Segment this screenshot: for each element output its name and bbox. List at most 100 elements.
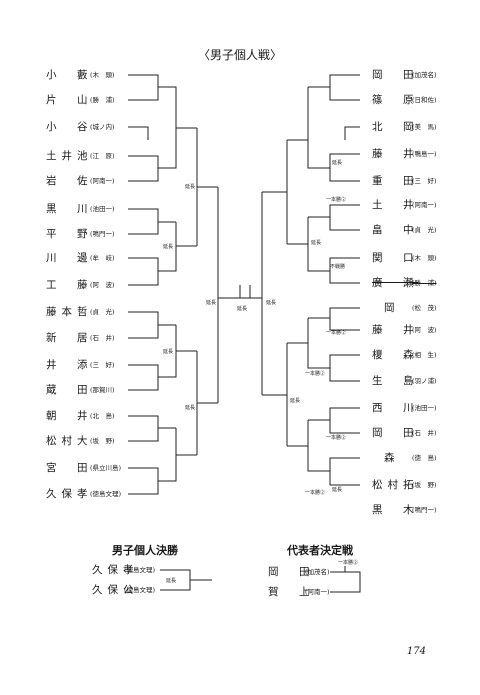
player-name: 工 藤 [46, 279, 93, 291]
extension-label: 延長 [311, 240, 322, 246]
player-school: (阿 波) [90, 281, 115, 289]
player-name: 黒 木 [372, 504, 419, 516]
player-name: 篠 原 [372, 94, 419, 106]
player-school: (木 頭) [90, 71, 115, 79]
player-school: (日和佐) [412, 96, 437, 104]
ippon-label: 一本勝② [326, 330, 347, 336]
rep-player-school: (阿南一) [305, 588, 330, 596]
player-name: 岩 佐 [46, 175, 93, 187]
player-school: (牟 岐) [90, 254, 115, 262]
player-school: (勝 浦) [412, 279, 437, 287]
player-school: (阿南一) [90, 177, 115, 185]
player-school: (美 馬) [412, 123, 437, 131]
player-school: (貞 光) [90, 308, 115, 316]
player-school: (北 島) [90, 412, 115, 420]
player-name: 畠 中 [372, 224, 419, 236]
player-name: 朝 井 [46, 410, 93, 422]
ippon-label: 一本勝② [305, 490, 326, 496]
player-school: (鳴門一) [412, 506, 437, 514]
player-name: 小 谷 [46, 121, 93, 133]
extension-label: 延長 [332, 160, 343, 166]
player-name: 小 藪 [46, 69, 93, 81]
player-name: 森 [384, 452, 400, 464]
page-number: 174 [406, 646, 426, 657]
player-name: 生 島 [372, 375, 419, 387]
player-name: 片 山 [46, 94, 93, 106]
player-school: (三 好) [412, 177, 437, 185]
player-school: (鴨島一) [412, 150, 437, 158]
rep-note: 一本勝② [338, 560, 359, 566]
player-name: 蔵 田 [46, 384, 93, 396]
rep-player-name: 岡 田 [268, 566, 315, 578]
player-name: 土井池 [46, 150, 93, 162]
player-school: (江 原) [90, 152, 115, 160]
player-name: 川 邊 [46, 252, 93, 264]
player-school: (城ノ内) [90, 123, 115, 131]
final-player-name: 久保公 [92, 584, 139, 596]
player-school: (三 好) [90, 361, 115, 369]
extension-label: 延長 [185, 184, 196, 190]
player-name: 関 口 [372, 252, 419, 264]
extension-label: 延長 [163, 349, 174, 355]
final-player-school: (徳島文理) [124, 566, 156, 574]
player-name: 榎 森 [372, 349, 419, 361]
extension-label: 延長 [185, 405, 196, 411]
rep-player-name: 賀 上 [268, 586, 315, 598]
player-school: (相 生) [412, 351, 437, 359]
player-school: (勝 浦) [90, 96, 115, 104]
player-name: 藤 井 [372, 148, 419, 160]
player-name: 井 添 [46, 359, 93, 371]
player-name: 廣 瀬 [372, 277, 419, 289]
extension-label: 延長 [266, 300, 277, 306]
final-player-school: (徳島文理) [124, 586, 156, 594]
player-name: 西 川 [372, 402, 419, 414]
extension-label: 延長 [237, 306, 248, 312]
extension-label: 延長 [332, 487, 343, 493]
ippon-label: 一本勝② [326, 197, 347, 203]
player-school: (池田一) [90, 205, 115, 213]
player-school: (鳴門一) [90, 230, 115, 238]
player-school: (加茂名) [412, 71, 437, 79]
ippon-label: 一本勝② [305, 371, 326, 377]
player-school: (那賀川) [90, 386, 115, 394]
player-school: (木 頭) [412, 254, 437, 262]
rep-title: 代表者決定戦 [287, 544, 353, 557]
extension-label: 延長 [290, 398, 301, 404]
player-name: 岡 [384, 302, 400, 314]
player-school: (松 茂) [412, 304, 437, 312]
rep-player-school: (加茂名) [305, 568, 330, 576]
player-name: 岡 田 [372, 69, 419, 81]
player-school: (坂 野) [412, 481, 437, 489]
player-school: (阿 波) [412, 326, 437, 334]
player-name: 土 井 [372, 199, 419, 211]
player-name: 岡 田 [372, 427, 419, 439]
final-player-name: 久保孝 [92, 564, 139, 576]
final-note: 延長 [166, 578, 177, 584]
player-name: 重 田 [372, 175, 419, 187]
player-school: (羽ノ浦) [412, 377, 437, 385]
player-name: 北 岡 [372, 121, 419, 133]
player-name: 宮 田 [46, 462, 93, 474]
player-school: (坂 野) [90, 437, 115, 445]
player-school: (徳島文理) [90, 490, 122, 498]
player-school: (県立川島) [90, 464, 122, 472]
player-school: (貞 光) [412, 226, 437, 234]
player-name: 新 居 [46, 332, 93, 344]
extension-label: 延長 [163, 244, 174, 250]
player-name: 黒 川 [46, 203, 93, 215]
player-school: (徳 島) [412, 454, 437, 462]
player-school: (池田一) [412, 404, 437, 412]
extension-label: 延長 [206, 300, 217, 306]
player-name: 松村拓 [372, 479, 419, 491]
player-name: 藤本哲 [46, 306, 93, 318]
player-name: 藤 井 [372, 324, 419, 336]
final-title: 男子個人決勝 [112, 544, 178, 557]
fusen-label: 不戦勝 [330, 264, 346, 270]
player-school: (阿南一) [412, 201, 437, 209]
ippon-label: 一本勝② [326, 435, 347, 441]
player-school: (石 井) [90, 334, 115, 342]
page-title: 〈男子個人戦〉 [197, 48, 282, 62]
player-school: (石 井) [412, 429, 437, 437]
player-name: 松村大 [46, 435, 93, 447]
